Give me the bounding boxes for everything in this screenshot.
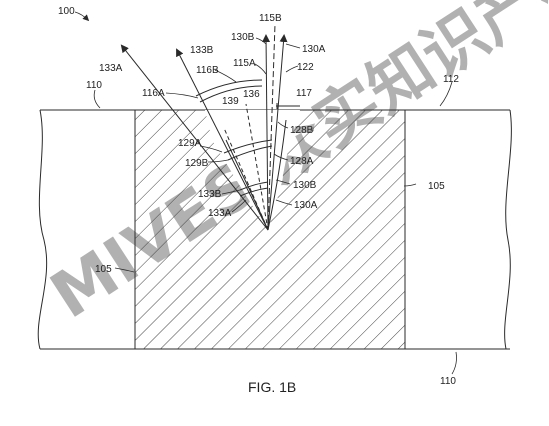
- label-130A-low: 130A: [294, 200, 318, 211]
- label-130B-low: 130B: [293, 180, 317, 191]
- leader-116B: [214, 69, 237, 83]
- ray-130A: [267, 34, 288, 231]
- label-110-top: 110: [86, 80, 102, 91]
- label-122: 122: [297, 62, 314, 73]
- label-128B: 128B: [290, 125, 314, 136]
- ray-130B: [262, 34, 271, 231]
- leader-130A-top: [285, 43, 301, 49]
- axis-136: [245, 103, 269, 231]
- leader-128B: [277, 121, 289, 129]
- arcs: [195, 79, 300, 197]
- substrate-left-break: [37, 109, 48, 350]
- arc-129A: [223, 139, 273, 154]
- leader-130B-low: [275, 179, 291, 185]
- leader-130A-low: [275, 199, 293, 206]
- leader-115A: [254, 63, 267, 75]
- arc-116B: [195, 79, 263, 97]
- label-128A: 128A: [290, 156, 314, 167]
- label-129B: 129B: [185, 158, 209, 169]
- leader-100: [74, 11, 90, 22]
- label-130A-top: 130A: [302, 44, 326, 55]
- leader-105-left: [114, 267, 135, 273]
- label-105-right: 105: [428, 181, 445, 192]
- cavity-wall-left: [225, 139, 269, 231]
- leader-122: [285, 65, 299, 73]
- label-117: 117: [296, 88, 312, 99]
- label-139: 139: [222, 96, 239, 107]
- label-133A-low: 133A: [208, 208, 232, 219]
- cavity-wall-right: [267, 119, 287, 231]
- leader-110-top: [93, 89, 101, 109]
- label-133B-top: 133B: [190, 45, 214, 56]
- labels: 100 115B 130B 130A 133A 133B 116B 115A 1…: [58, 6, 459, 395]
- label-115B: 115B: [259, 13, 282, 24]
- arc-133A: [239, 187, 269, 197]
- leader-128A: [273, 153, 289, 161]
- leader-130B-top: [255, 37, 267, 45]
- leader-133B-low: [221, 189, 241, 195]
- label-100: 100: [58, 6, 75, 17]
- label-136: 136: [243, 89, 260, 100]
- leader-116A: [165, 92, 199, 99]
- ray-133A: [120, 44, 269, 231]
- label-116A: 116A: [142, 88, 165, 99]
- label-105-left: 105: [95, 264, 112, 275]
- arc-133B: [239, 181, 269, 191]
- label-112: 112: [443, 74, 459, 85]
- leader-105-right: [403, 183, 417, 187]
- label-133A-top: 133A: [99, 63, 123, 74]
- substrate-right-break: [504, 109, 512, 350]
- leader-lines: [74, 11, 457, 375]
- arc-129B: [227, 145, 273, 161]
- leader-129A: [199, 145, 223, 153]
- axis-139: [223, 127, 269, 231]
- figure-caption: FIG. 1B: [248, 379, 296, 395]
- label-133B-low: 133B: [198, 189, 222, 200]
- leader-112: [439, 81, 453, 107]
- label-110-bottom: 110: [440, 376, 456, 387]
- ray-133B: [176, 48, 269, 231]
- label-116B: 116B: [196, 65, 219, 76]
- label-129A: 129A: [178, 138, 202, 149]
- leader-129B: [207, 159, 229, 163]
- leader-133A-low: [231, 199, 247, 213]
- leader-110-bottom: [451, 351, 457, 375]
- label-115A: 115A: [233, 58, 256, 69]
- axis-115B: [267, 23, 276, 231]
- rays: [120, 23, 288, 231]
- label-130B-top: 130B: [231, 32, 255, 43]
- arc-116A: [199, 85, 263, 103]
